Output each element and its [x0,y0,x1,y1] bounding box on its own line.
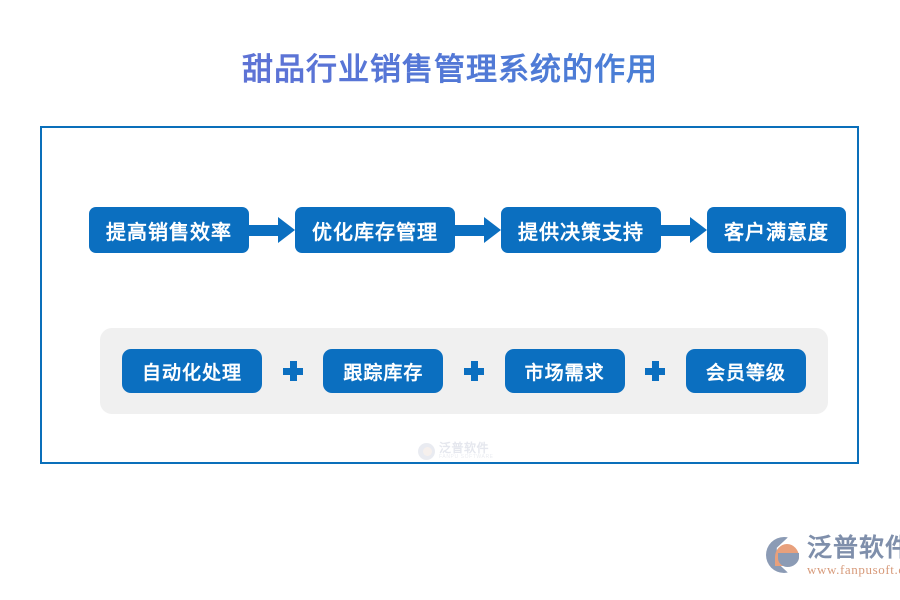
watermark-name-en: FANPU SOFTWARE [439,454,494,460]
flow-row: 提高销售效率 优化库存管理 提供决策支持 客户满意度 [89,207,846,253]
brand-logo: 泛普软件 www.fanpusoft.com [766,535,900,578]
diagram-frame: 提高销售效率 优化库存管理 提供决策支持 客户满意度 泛普软件 FANPU SO… [40,126,859,464]
feature-box-market-demand[interactable]: 市场需求 [504,349,625,393]
flow-box-improve-sales-efficiency[interactable]: 提高销售效率 [89,207,249,253]
fanpu-logo-icon [418,442,435,460]
brand-name-cn: 泛普软件 [807,535,900,562]
feature-box-automated-processing[interactable]: 自动化处理 [122,349,263,393]
arrow-shaft [661,225,691,236]
arrow-head [278,217,295,243]
brand-texts: 泛普软件 www.fanpusoft.com [807,535,900,578]
plus-icon-3 [645,361,666,381]
feature-box-track-inventory[interactable]: 跟踪库存 [323,349,444,393]
watermark-name-cn: 泛普软件 [439,441,490,455]
arrow-right-icon-1 [249,217,295,243]
watermark-texts: 泛普软件 FANPU SOFTWARE [439,442,494,460]
plus-icon-1 [282,361,303,381]
arrow-shaft [455,225,485,236]
arrow-head [484,217,501,243]
logo-swoosh-secondary-shape [778,553,799,567]
plus-icon-2 [464,361,484,381]
arrow-shaft [249,225,279,236]
fanpu-logo-icon [766,537,802,573]
feature-box-member-level[interactable]: 会员等级 [685,349,806,393]
brand-url: www.fanpusoft.com [807,562,900,578]
arrow-right-icon-2 [455,217,501,243]
arrow-head [690,217,707,243]
flow-box-provide-decision-support[interactable]: 提供决策支持 [501,207,661,253]
flow-box-customer-satisfaction[interactable]: 客户满意度 [707,207,846,253]
flow-box-optimize-inventory-management[interactable]: 优化库存管理 [295,207,455,253]
center-watermark: 泛普软件 FANPU SOFTWARE [418,442,494,460]
feature-panel: 自动化处理 跟踪库存 市场需求 会员等级 [100,328,828,414]
page-title: 甜品行业销售管理系统的作用 [0,44,900,89]
arrow-right-icon-3 [661,217,707,243]
